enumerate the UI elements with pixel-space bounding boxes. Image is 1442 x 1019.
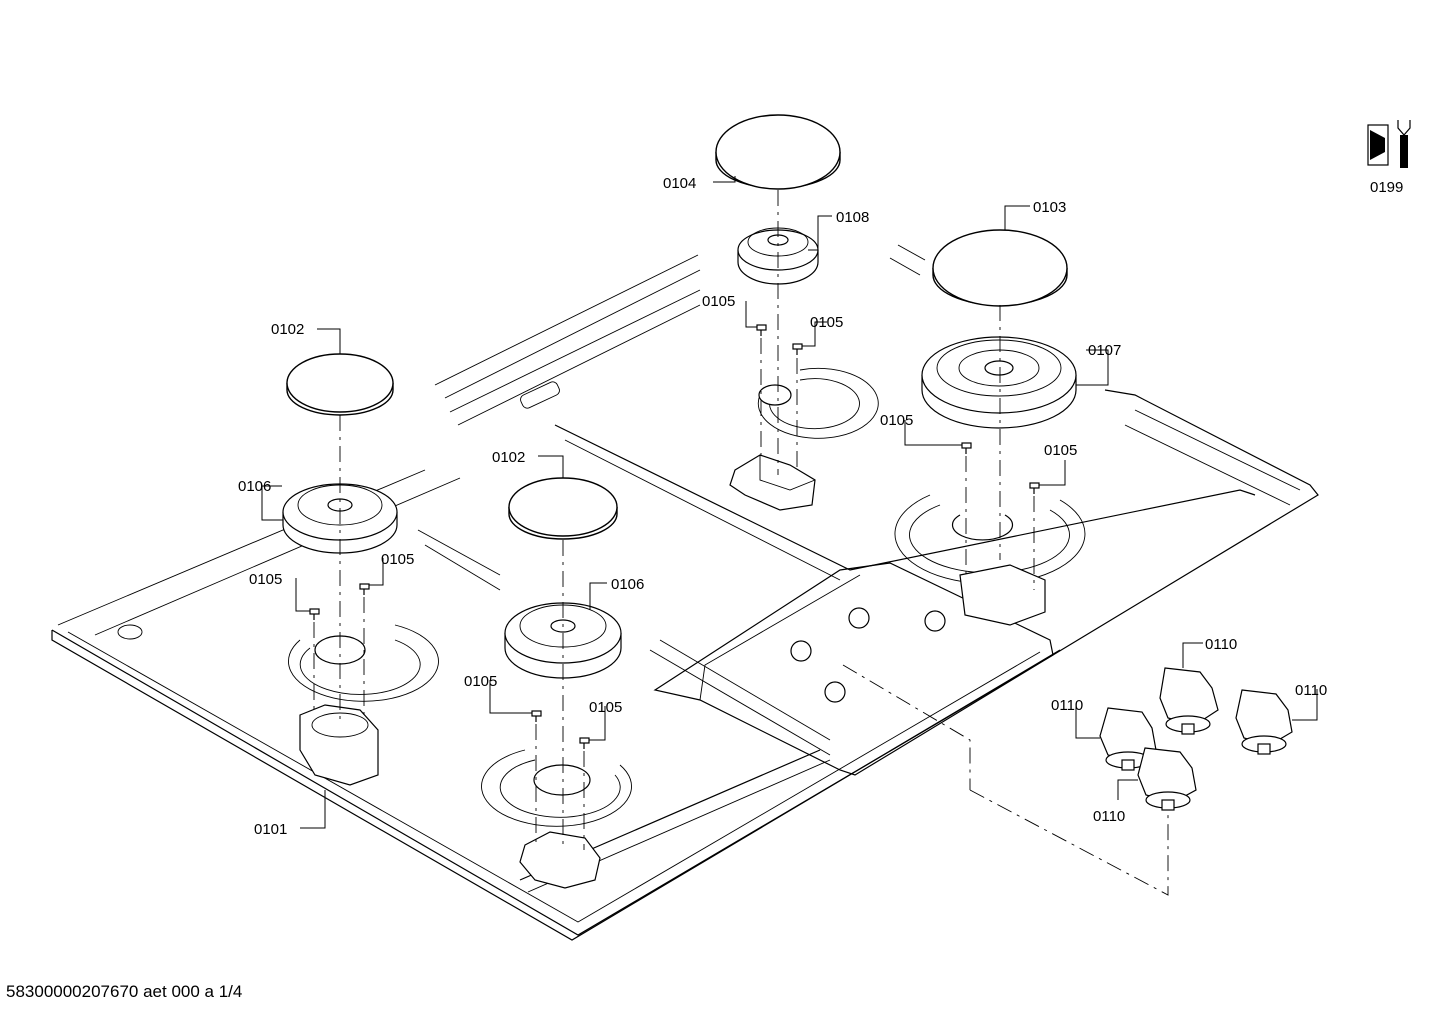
callout-0199: 0199 — [1370, 179, 1403, 196]
callout-0103: 0103 — [1033, 199, 1066, 216]
callout-0105-8: 0105 — [589, 699, 622, 716]
callout-labels: 0104 0103 0108 0102 0105 0105 0107 0105 … — [238, 175, 1403, 838]
knob-icon — [1159, 667, 1219, 735]
screw-icon — [1029, 482, 1040, 494]
callout-0102-left: 0102 — [271, 321, 304, 338]
callout-0110-3: 0110 — [1051, 697, 1083, 714]
callout-0104: 0104 — [663, 175, 696, 192]
service-tool-icon — [1367, 120, 1411, 168]
burner-left — [288, 624, 439, 786]
callout-0105-6: 0105 — [249, 571, 282, 588]
callout-0106-left: 0106 — [238, 478, 271, 495]
callout-0110-4: 0110 — [1093, 808, 1125, 825]
burner-cap-0102-center — [508, 477, 618, 540]
callout-0106-center: 0106 — [611, 576, 644, 593]
burner-cap-0103 — [932, 229, 1068, 307]
knob-icon — [1099, 707, 1157, 771]
burner-cap-0104 — [715, 114, 841, 190]
callout-0105-2: 0105 — [810, 314, 843, 331]
leader-lines — [261, 176, 1318, 829]
callout-0105-3: 0105 — [880, 412, 913, 429]
screw-icon — [792, 343, 803, 355]
callout-0107: 0107 — [1088, 342, 1121, 359]
screw-icon — [961, 442, 972, 454]
callout-0101: 0101 — [254, 821, 287, 838]
burner-front-center — [481, 749, 632, 889]
callout-0105-1: 0105 — [702, 293, 735, 310]
callout-0102-center: 0102 — [492, 449, 525, 466]
knob-icon — [1235, 689, 1293, 755]
screw-icon — [359, 583, 370, 595]
hob-frame — [51, 244, 1319, 941]
document-id: 58300000207670 aet 000 a 1/4 — [6, 982, 243, 1001]
knob-icon — [1137, 747, 1197, 811]
screw-icon — [531, 710, 542, 722]
callout-0110-1: 0110 — [1205, 636, 1237, 653]
callout-0105-5: 0105 — [381, 551, 414, 568]
screw-icon — [579, 737, 590, 749]
callout-0110-2: 0110 — [1295, 682, 1327, 699]
center-lines — [313, 190, 1169, 896]
screw-icon — [309, 608, 320, 620]
callout-0105-4: 0105 — [1044, 442, 1077, 459]
burner-right — [894, 494, 1086, 626]
callout-0105-7: 0105 — [464, 673, 497, 690]
burner-head-0107 — [921, 336, 1077, 429]
burner-cap-0102-left — [286, 353, 394, 416]
screw-icon — [756, 324, 767, 336]
callout-0108: 0108 — [836, 209, 869, 226]
burner-rear-center — [729, 367, 879, 511]
